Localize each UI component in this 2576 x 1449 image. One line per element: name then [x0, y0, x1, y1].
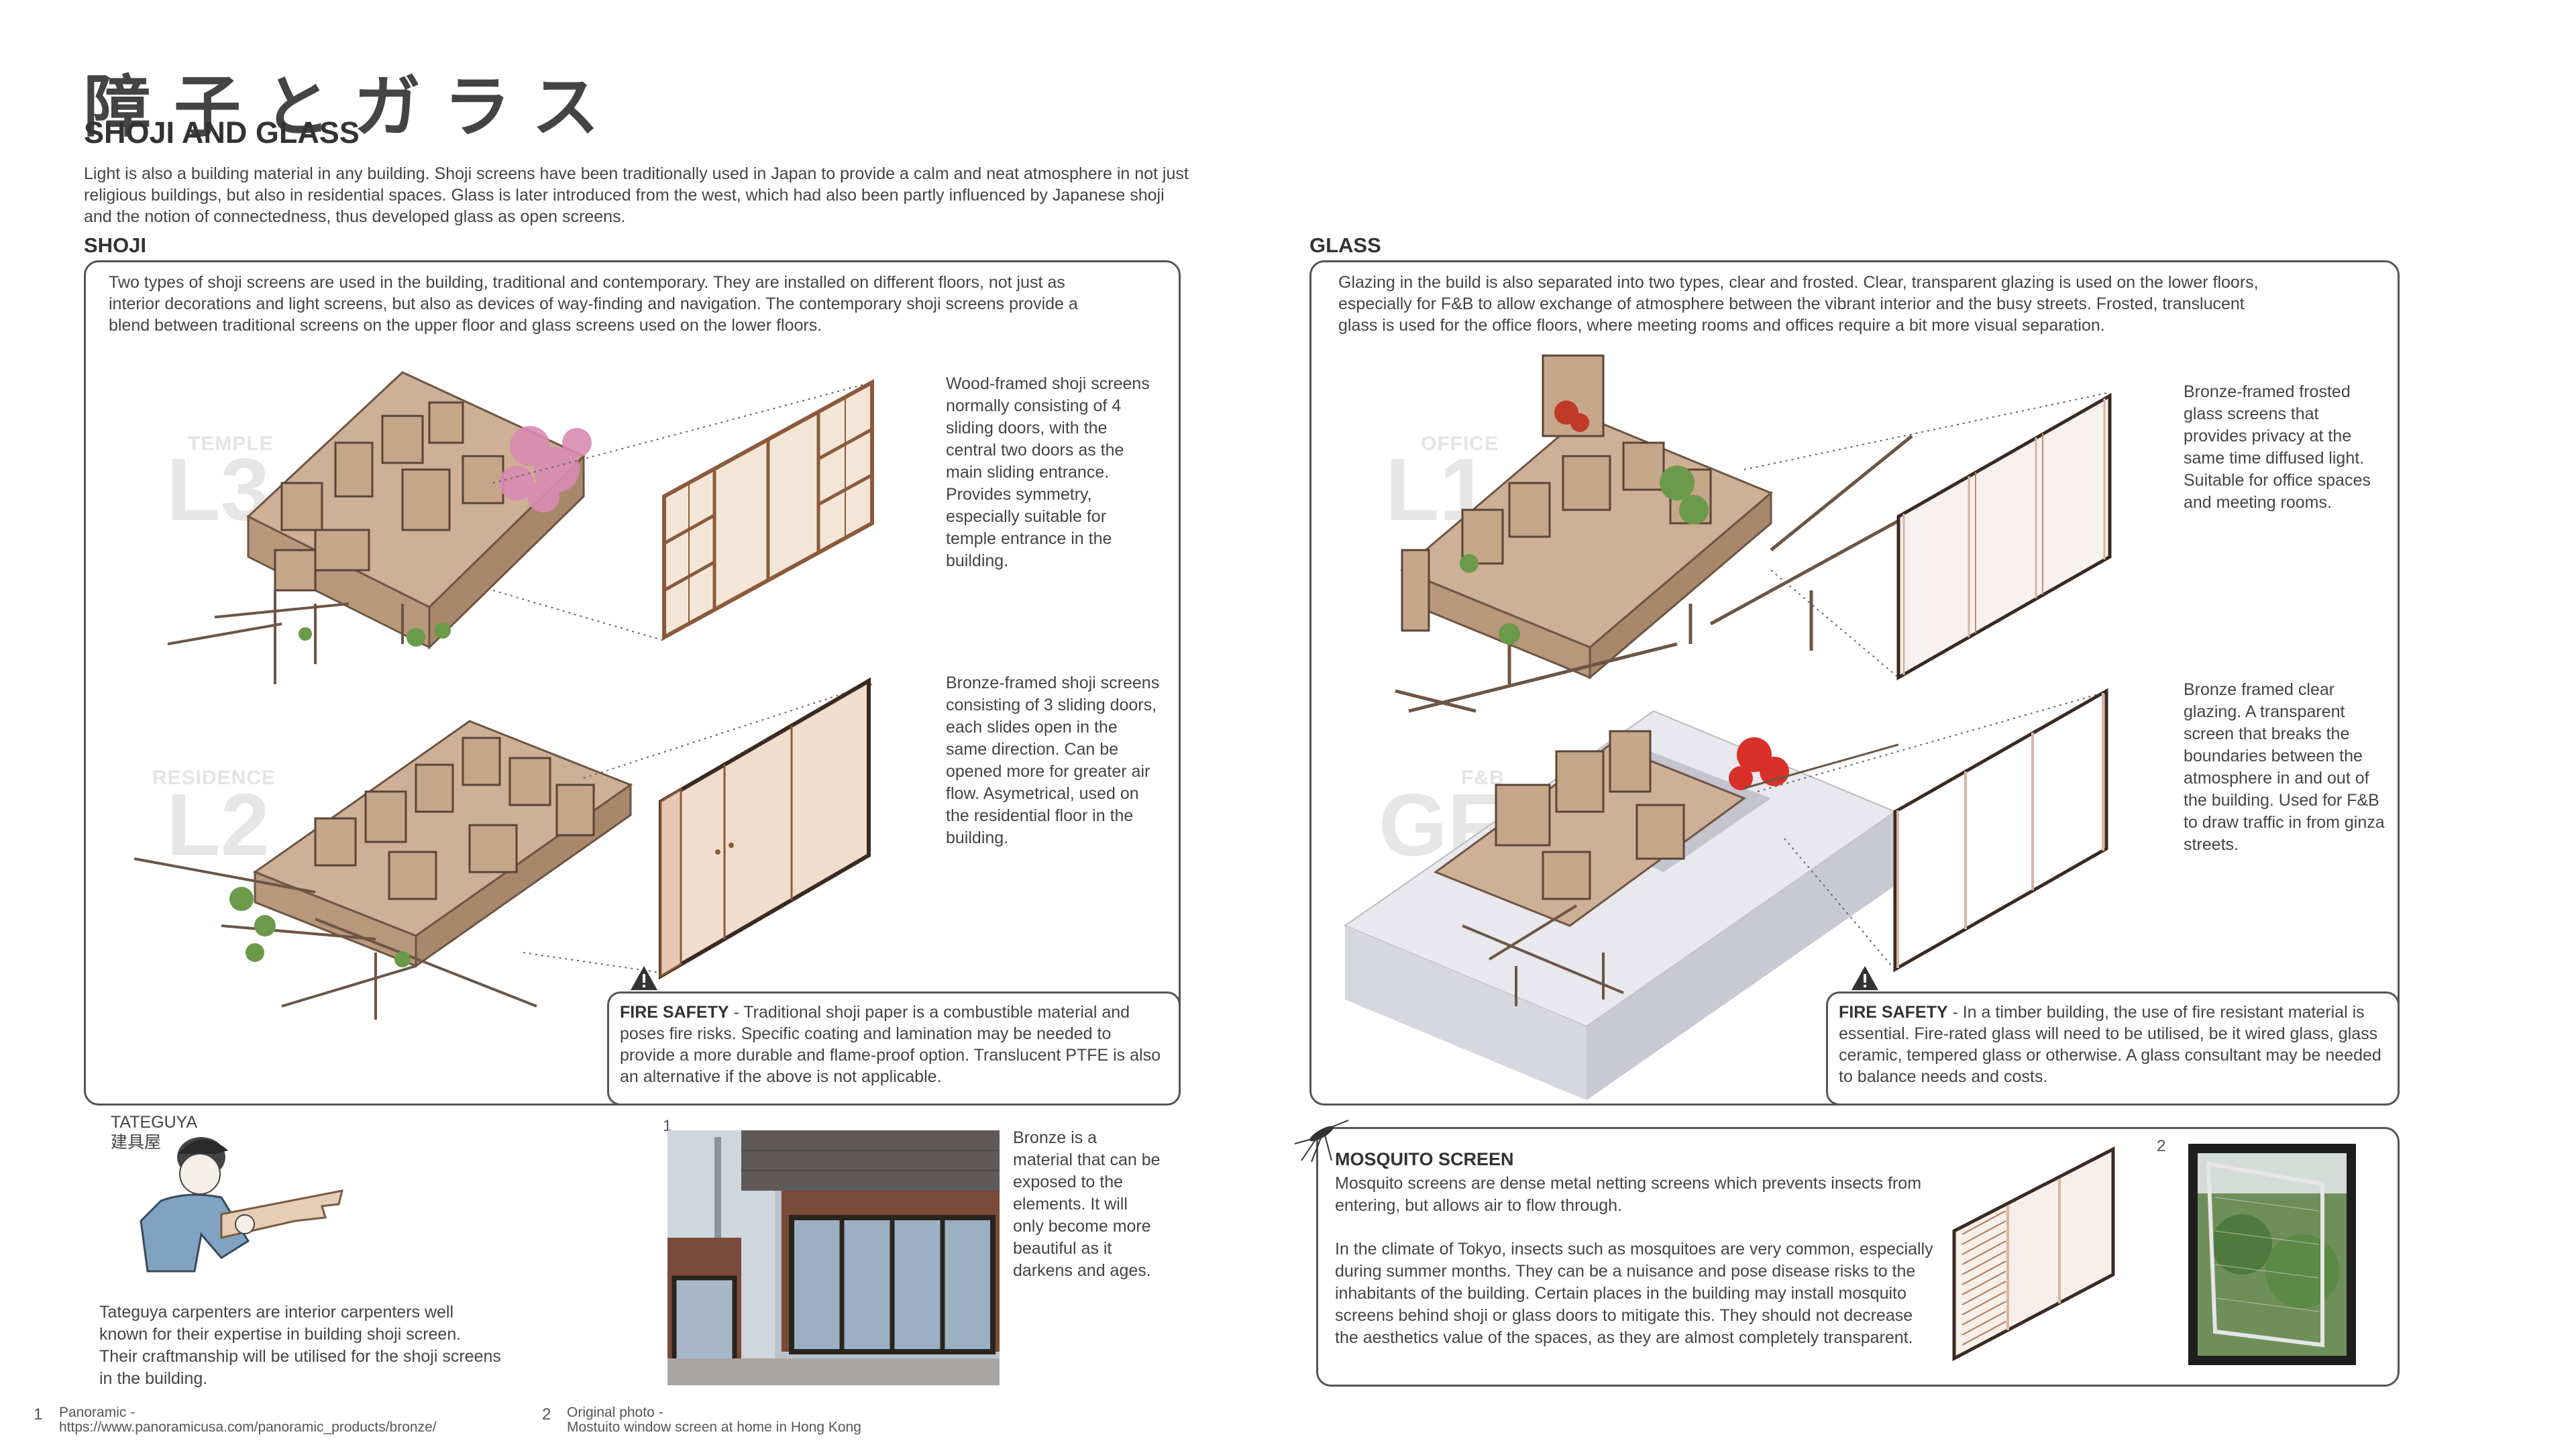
level-number-l2: L2: [166, 775, 270, 874]
clear-glass-screen-drawing: [1893, 688, 2108, 973]
level-tag-office: OFFICE: [1421, 433, 1499, 455]
footnote-1-link[interactable]: https://www.panoramicusa.com/panoramic_p…: [59, 1419, 437, 1435]
page-intro: Light is also a building material in any…: [84, 164, 1189, 226]
footnote-2-line-2: Mostuito window screen at home in Hong K…: [567, 1419, 861, 1435]
mosquito-paragraph-2: In the climate of Tokyo, insects such as…: [1335, 1240, 1933, 1347]
mosquito-window-photo: [2188, 1144, 2356, 1365]
fire-safety-label: FIRE SAFETY: [620, 1003, 729, 1022]
footnote-2-line-1: Original photo -: [567, 1405, 663, 1420]
page-title-japanese: 障子とガラス: [84, 68, 622, 146]
footnote-number: 1: [34, 1405, 43, 1424]
tateguya-description: Tateguya carpenters are interior carpent…: [99, 1303, 501, 1388]
bronze-window-photo: [667, 1130, 1000, 1385]
footnote-1-line-1: Panoramic -: [59, 1405, 136, 1420]
mosquito-title: MOSQUITO SCREEN: [1335, 1149, 1514, 1169]
frosted-glass-screen-drawing: [1896, 392, 2112, 681]
fire-safety-text: - In a timber building, the use of fire …: [1839, 1003, 2381, 1086]
page-title: SHOJI AND GLASS: [84, 115, 360, 150]
mosquito-panel: [1316, 1127, 2400, 1387]
fire-safety-text: - Traditional shoji paper is a combustib…: [620, 1003, 1161, 1086]
mosquito-paragraph-1: Mosquito screens are dense metal netting…: [1335, 1174, 1922, 1215]
tateguya-label-japanese: 建具屋: [111, 1132, 162, 1152]
mosquito-screen-drawing: [1952, 1146, 2115, 1362]
level-tag-temple: TEMPLE: [188, 433, 274, 455]
footnote-number: 2: [542, 1405, 551, 1424]
level-tag-residence: RESIDENCE: [152, 767, 276, 789]
glass-intro: Glazing in the build is also separated i…: [1338, 273, 2259, 335]
fire-safety-label: FIRE SAFETY: [1839, 1003, 1948, 1022]
tateguya-label: TATEGUYA: [111, 1113, 198, 1132]
carpenter-illustration: [140, 1137, 344, 1273]
wood-shoji-screen-drawing: [662, 378, 874, 641]
shoji-section-title: SHOJI: [84, 233, 147, 257]
bronze-shoji-screen-drawing: [659, 677, 871, 980]
warning-icon: [1851, 966, 1878, 990]
glass-section-title: GLASS: [1309, 233, 1381, 257]
bronze-description: Bronze is a material that can be exposed…: [1013, 1128, 1161, 1280]
photo-reference-number: 2: [2157, 1137, 2166, 1155]
mosquito-icon: [1294, 1120, 1349, 1163]
shoji-fire-safety-callout: FIRE SAFETY - Traditional shoji paper is…: [607, 991, 1181, 1106]
fnb-glass-description: Bronze framed clear glazing. A transpare…: [2184, 680, 2385, 854]
residence-shoji-description: Bronze-framed shoji screens consisting o…: [946, 674, 1160, 847]
photo-reference-number: 1: [663, 1117, 672, 1135]
office-glass-description: Bronze-framed frosted glass screens that…: [2184, 382, 2371, 512]
shoji-intro: Two types of shoji screens are used in t…: [109, 273, 1078, 335]
temple-shoji-description: Wood-framed shoji screens normally consi…: [946, 374, 1150, 570]
warning-icon: [631, 966, 657, 990]
glass-fire-safety-callout: FIRE SAFETY - In a timber building, the …: [1826, 991, 2400, 1106]
